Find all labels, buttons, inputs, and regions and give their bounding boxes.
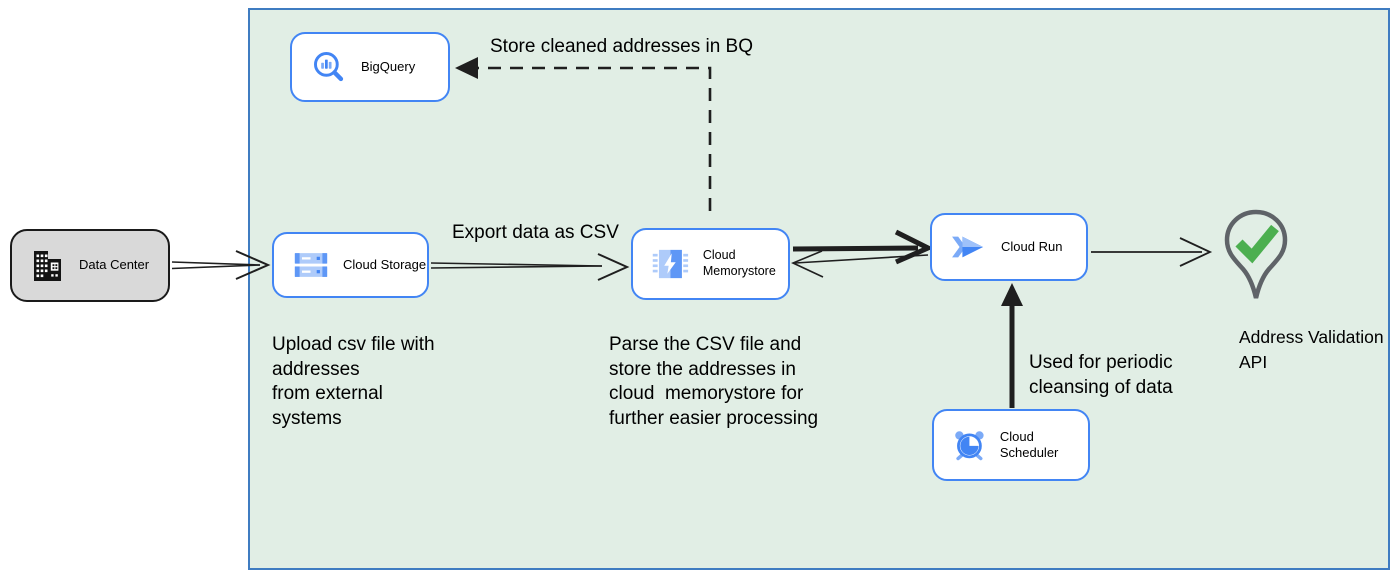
alarm-clock-icon bbox=[955, 431, 984, 461]
node-cloud-run: Cloud Run bbox=[930, 213, 1088, 281]
gcp-boundary-zone bbox=[248, 8, 1390, 570]
node-label: Cloud Storage bbox=[343, 256, 427, 272]
edge-label-scheduler-purpose: Used for periodic cleansing of data bbox=[1029, 352, 1173, 398]
edge-label-store-in-bq: Store cleaned addresses in BQ bbox=[490, 36, 753, 57]
cloud-run-arrows-icon bbox=[952, 236, 984, 258]
edge-label-export-csv: Export data as CSV bbox=[452, 222, 619, 243]
node-label: Cloud Run bbox=[1001, 238, 1063, 254]
memorystore-chip-icon bbox=[652, 249, 689, 279]
address-validation-api-label: Address Validation API bbox=[1239, 327, 1384, 372]
node-label: Data Center bbox=[79, 257, 150, 273]
building-icon bbox=[34, 250, 61, 281]
node-label: BigQuery bbox=[361, 58, 416, 74]
node-bigquery: BigQuery bbox=[290, 32, 450, 102]
note-parse-csv: Parse the CSV file and store the address… bbox=[609, 334, 819, 429]
node-cloud-memorystore: Cloud Memorystore bbox=[631, 228, 790, 300]
node-data-center: Data Center bbox=[10, 229, 170, 302]
storage-disks-icon bbox=[294, 252, 328, 277]
node-cloud-storage: Cloud Storage bbox=[272, 232, 429, 298]
location-pin-check-icon bbox=[1224, 209, 1288, 299]
bigquery-magnifier-icon bbox=[314, 52, 344, 82]
node-cloud-scheduler: Cloud Scheduler bbox=[932, 409, 1090, 481]
note-upload-csv: Upload csv file with addresses from exte… bbox=[272, 334, 435, 429]
node-label: Cloud Memorystore bbox=[702, 248, 776, 278]
node-label: Cloud Scheduler bbox=[999, 428, 1059, 460]
